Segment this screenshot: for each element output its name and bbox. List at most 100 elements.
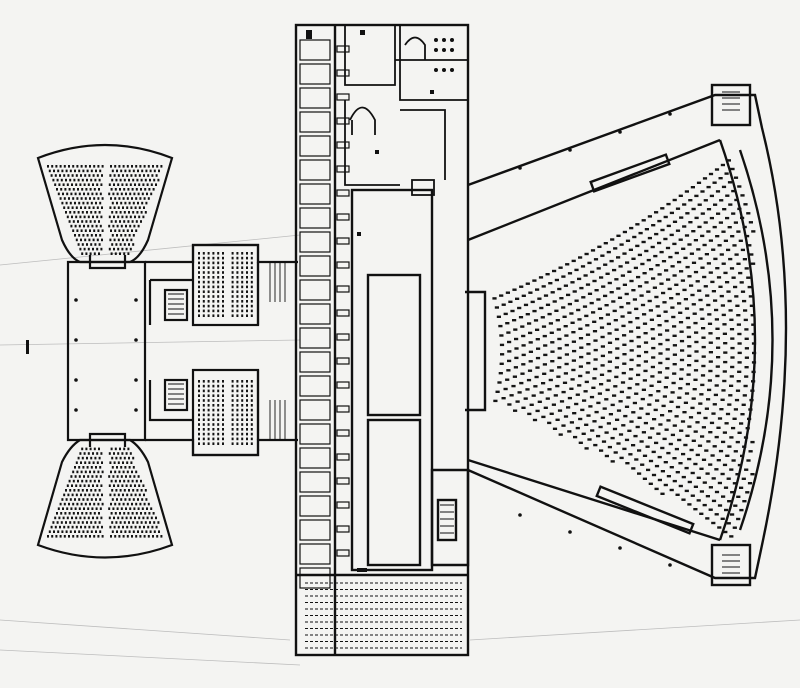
seat (663, 310, 668, 313)
seat (718, 221, 723, 224)
seat (78, 507, 81, 510)
seat (599, 383, 604, 386)
slab-cell (299, 447, 331, 469)
seat (686, 373, 691, 376)
left-lower-auditorium (36, 438, 174, 559)
seat (84, 461, 87, 464)
seat (94, 456, 97, 460)
seat (92, 183, 94, 186)
seat (202, 413, 205, 417)
seat (59, 502, 62, 506)
seat (109, 461, 112, 464)
seat (212, 276, 215, 279)
seat (751, 230, 756, 233)
seat (726, 248, 731, 252)
seat (743, 384, 748, 388)
seat (67, 525, 70, 529)
seat (77, 456, 80, 460)
seat (693, 270, 699, 274)
slab-cell (299, 327, 331, 349)
seat (241, 314, 244, 317)
seat (751, 332, 756, 336)
seat (57, 192, 60, 196)
seat (72, 220, 75, 223)
seat (695, 280, 700, 283)
seat (113, 516, 115, 520)
seat (76, 502, 79, 506)
seat (86, 456, 88, 460)
seat (582, 399, 587, 402)
seat (207, 428, 210, 431)
seat (246, 380, 248, 383)
seat (132, 456, 135, 460)
seat (617, 296, 623, 299)
seat (212, 394, 215, 397)
seat (657, 478, 662, 482)
seat (77, 188, 79, 191)
seat (84, 174, 87, 177)
seat (745, 234, 750, 238)
seat (246, 252, 248, 255)
seat (250, 442, 253, 445)
seat (537, 400, 542, 403)
seat (667, 287, 672, 291)
seat (207, 285, 210, 289)
seat (712, 181, 717, 184)
seat (621, 424, 626, 427)
seat (715, 190, 721, 193)
seat (607, 445, 612, 449)
seat (110, 188, 113, 191)
seat (660, 414, 665, 417)
seat (207, 314, 210, 317)
seat (217, 304, 220, 308)
seat (506, 331, 511, 334)
seat (672, 424, 677, 427)
seat (63, 206, 66, 209)
seat (207, 413, 210, 417)
seat (96, 452, 99, 455)
seat (678, 462, 683, 465)
seat (123, 456, 126, 460)
slab-cell-detail (336, 333, 350, 341)
seat (748, 450, 753, 453)
seat (207, 261, 210, 265)
seat (112, 507, 115, 510)
seat (742, 394, 747, 397)
seat (660, 207, 665, 210)
seat (694, 194, 699, 198)
seat (636, 373, 641, 377)
seat (51, 535, 54, 538)
seat (119, 243, 122, 246)
seat (613, 247, 618, 250)
seat (101, 165, 104, 168)
seat (83, 484, 86, 487)
seat (719, 408, 724, 411)
seat (89, 535, 91, 538)
seat (122, 197, 125, 200)
seat (202, 404, 205, 407)
seat (699, 393, 704, 396)
seat (217, 276, 220, 279)
seat (143, 197, 146, 200)
seat (719, 199, 724, 202)
seat (91, 507, 94, 510)
seat (519, 285, 524, 288)
seat (587, 261, 592, 265)
seat (222, 280, 224, 284)
seat (557, 366, 562, 369)
seat (84, 197, 87, 200)
seat (118, 229, 121, 232)
slab-cell (299, 567, 331, 589)
seat (246, 418, 248, 421)
seat (593, 367, 598, 371)
seat (708, 369, 713, 373)
seat (246, 399, 248, 402)
seat (217, 404, 220, 407)
seat (212, 408, 215, 412)
seat (117, 215, 120, 219)
seat (592, 320, 597, 323)
seat (250, 276, 253, 279)
seat (527, 322, 532, 325)
seat (498, 372, 503, 375)
seat (741, 403, 746, 406)
